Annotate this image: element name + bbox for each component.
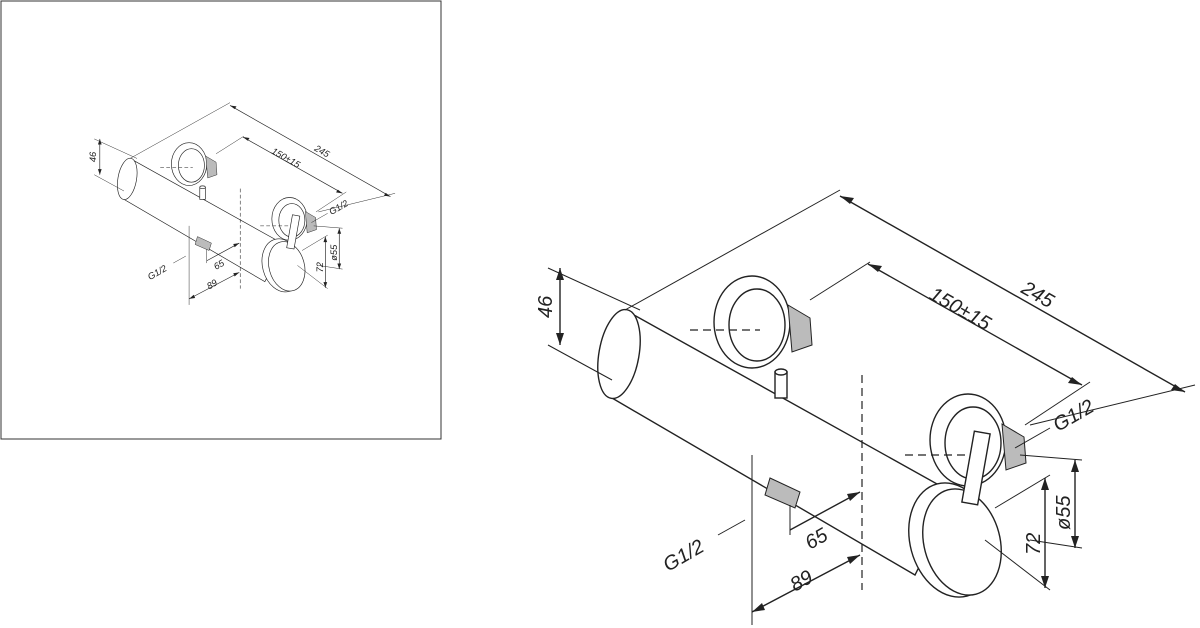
dim-label-o55: ø55 — [329, 244, 339, 261]
diverter-stud — [774, 368, 788, 399]
dim-label-g12-outlet: G1/2 — [146, 263, 169, 282]
dim-label-g12-inlet: G1/2 — [327, 198, 350, 217]
dim-label-89: 89 — [205, 277, 219, 291]
shower-mixer-drawing: 245 150±15 46 G1/2 ø55 72 G1/2 65 89 — [535, 189, 1196, 625]
left-inlet-flange — [171, 142, 218, 186]
mixer-body — [117, 157, 291, 283]
dim-label-65: 65 — [802, 524, 833, 555]
dimension-lines — [94, 102, 396, 305]
lever-handle — [286, 214, 301, 250]
dim-label-g12-outlet: G1/2 — [660, 536, 709, 577]
diverter-stud — [199, 185, 206, 200]
lever-handle — [961, 430, 991, 506]
dim-label-72: 72 — [315, 261, 325, 272]
outlet-thread — [764, 477, 801, 509]
dim-label-46: 46 — [535, 295, 557, 318]
thumbnail-drawing: 245 150±15 46 G1/2 ø55 72 G1/2 65 89 — [88, 102, 396, 305]
temperature-knob — [908, 430, 1002, 598]
dim-label-46: 46 — [88, 151, 98, 162]
dim-label-g12-inlet: G1/2 — [1050, 396, 1099, 437]
outlet-thread — [194, 236, 212, 251]
dim-label-150: 150±15 — [926, 283, 996, 335]
dim-label-72: 72 — [1023, 533, 1045, 555]
thumbnail-frame — [0, 0, 442, 440]
dim-label-150: 150±15 — [270, 146, 303, 170]
dim-label-o55: ø55 — [1053, 495, 1075, 530]
mixer-body — [597, 308, 970, 576]
right-inlet-flange — [271, 197, 317, 241]
temperature-knob — [261, 214, 306, 293]
dimension-lines — [547, 189, 1196, 625]
left-inlet-flange — [713, 275, 813, 369]
dim-label-65: 65 — [212, 258, 227, 272]
